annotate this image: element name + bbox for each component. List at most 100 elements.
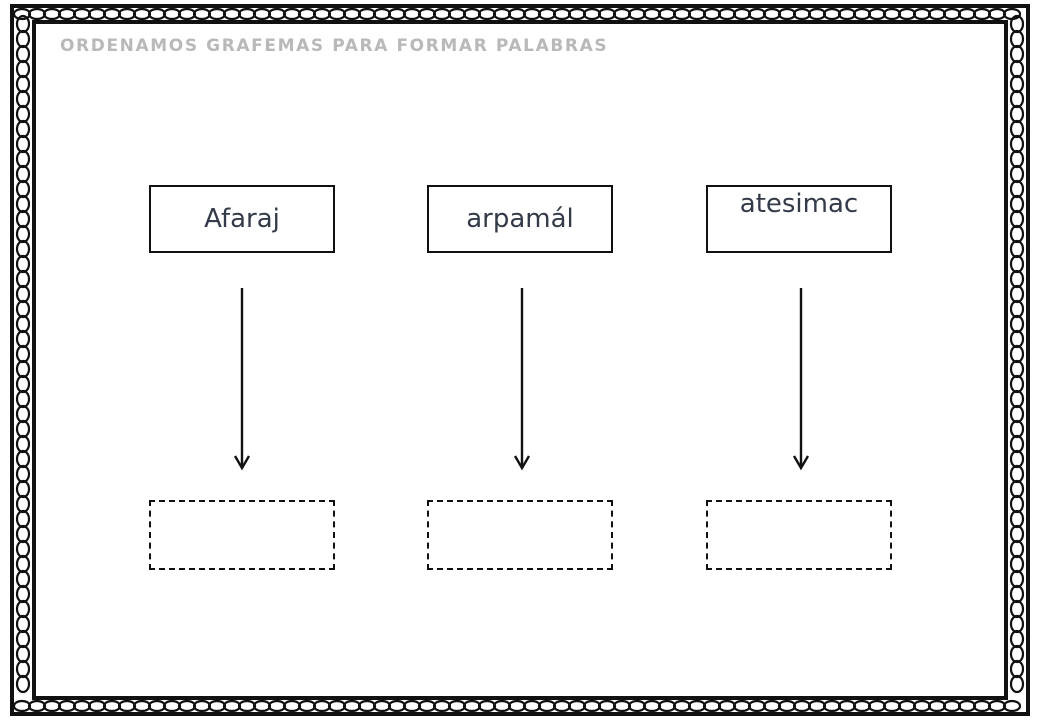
border-loop xyxy=(1009,149,1025,169)
border-loop xyxy=(1009,524,1025,544)
border-loop xyxy=(15,59,31,79)
border-loop xyxy=(1009,269,1025,289)
border-loop xyxy=(852,699,872,713)
border-loop xyxy=(1009,554,1025,574)
border-loop xyxy=(327,699,347,713)
border-loop xyxy=(942,699,962,713)
border-loop xyxy=(792,7,812,21)
border-loop xyxy=(642,699,662,713)
border-loop xyxy=(15,314,31,334)
border-loop xyxy=(687,7,707,21)
scrambled-word-3: atesimac xyxy=(739,189,859,219)
border-loop xyxy=(552,699,572,713)
border-loop xyxy=(327,7,347,21)
border-loop xyxy=(522,699,542,713)
border-loop xyxy=(747,7,767,21)
border-loop xyxy=(15,494,31,514)
border-loop xyxy=(987,7,1007,21)
answer-box-2[interactable] xyxy=(427,500,613,570)
border-loop xyxy=(777,7,797,21)
border-loop xyxy=(1009,89,1025,109)
border-loop xyxy=(522,7,542,21)
scrambled-word-box-1: Afaraj xyxy=(149,185,335,253)
border-loop xyxy=(15,29,31,49)
border-loop xyxy=(447,699,467,713)
answer-box-1[interactable] xyxy=(149,500,335,570)
border-loop xyxy=(15,74,31,94)
border-loop xyxy=(987,699,1007,713)
border-loop xyxy=(1009,314,1025,334)
border-loop xyxy=(222,7,242,21)
border-loop xyxy=(387,7,407,21)
border-loop xyxy=(132,7,152,21)
border-loop xyxy=(147,7,167,21)
border-loop xyxy=(462,699,482,713)
border-loop xyxy=(1009,494,1025,514)
border-loop xyxy=(867,699,887,713)
border-loop xyxy=(312,699,332,713)
border-loop xyxy=(537,7,557,21)
border-loop xyxy=(15,404,31,424)
border-loop xyxy=(1009,509,1025,529)
border-loop xyxy=(72,699,92,713)
border-loop xyxy=(417,7,437,21)
border-loop xyxy=(1009,674,1025,694)
border-loop xyxy=(582,699,602,713)
border-loop xyxy=(402,699,422,713)
border-loop xyxy=(1009,479,1025,499)
border-loop xyxy=(147,699,167,713)
border-loop xyxy=(27,7,47,21)
down-arrow-icon xyxy=(233,288,251,471)
border-loop xyxy=(15,644,31,664)
border-loop xyxy=(1009,359,1025,379)
border-loop xyxy=(717,699,737,713)
border-loop xyxy=(1009,44,1025,64)
border-loop xyxy=(612,7,632,21)
border-loop xyxy=(15,434,31,454)
border-loop xyxy=(342,699,362,713)
border-loop xyxy=(1009,209,1025,229)
border-loop xyxy=(447,7,467,21)
border-loop xyxy=(1009,389,1025,409)
border-loop xyxy=(777,699,797,713)
down-arrow-icon xyxy=(513,288,531,471)
border-loop xyxy=(1009,629,1025,649)
border-loop xyxy=(87,7,107,21)
border-loop xyxy=(1009,449,1025,469)
border-loop xyxy=(897,7,917,21)
border-loop xyxy=(927,699,947,713)
border-loop xyxy=(207,7,227,21)
border-loop xyxy=(567,7,587,21)
border-loop xyxy=(687,699,707,713)
border-loop xyxy=(15,614,31,634)
border-loop xyxy=(192,7,212,21)
down-arrow-icon xyxy=(792,288,810,471)
border-loop xyxy=(672,7,692,21)
border-loop xyxy=(177,699,197,713)
border-loop xyxy=(15,194,31,214)
border-loop xyxy=(15,674,31,694)
border-loop xyxy=(1009,239,1025,259)
border-loop xyxy=(492,7,512,21)
border-loop xyxy=(15,104,31,124)
border-loop xyxy=(897,699,917,713)
border-loop xyxy=(267,7,287,21)
border-loop xyxy=(822,699,842,713)
border-loop xyxy=(1009,224,1025,244)
border-loop xyxy=(597,7,617,21)
border-loop xyxy=(1009,119,1025,139)
border-loop xyxy=(252,7,272,21)
border-loop xyxy=(117,699,137,713)
border-loop xyxy=(15,44,31,64)
border-loop xyxy=(15,359,31,379)
answer-box-3[interactable] xyxy=(706,500,892,570)
border-loop xyxy=(1009,179,1025,199)
border-loop xyxy=(1009,584,1025,604)
border-loop xyxy=(282,7,302,21)
border-loop xyxy=(627,699,647,713)
border-loop xyxy=(15,524,31,544)
border-loop xyxy=(117,7,137,21)
border-loop xyxy=(732,699,752,713)
border-loop xyxy=(1009,299,1025,319)
border-loop xyxy=(957,7,977,21)
